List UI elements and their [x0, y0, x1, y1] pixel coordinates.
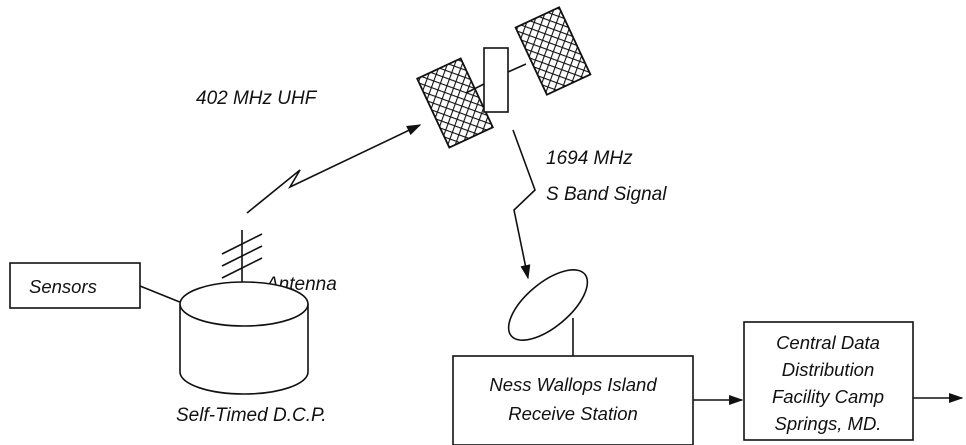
satellite	[417, 7, 590, 147]
distribution-line4: Springs, MD.	[775, 413, 882, 434]
solar-panel-left	[417, 58, 493, 147]
receive-station-line1: Ness Wallops Island	[489, 374, 657, 395]
satellite-body	[484, 48, 508, 112]
satellite-boom-right	[508, 64, 526, 72]
dcp-cylinder	[180, 282, 308, 394]
receive-station-line2: Receive Station	[508, 403, 638, 424]
uplink-label: 402 MHz UHF	[196, 88, 318, 109]
receive-dish-icon	[497, 257, 599, 356]
uplink-signal-arrow	[247, 125, 420, 213]
receive-station-box	[453, 356, 693, 445]
distribution-line1: Central Data	[776, 332, 880, 353]
distribution-line3: Facility Camp	[772, 386, 884, 407]
solar-panel-right	[516, 7, 591, 94]
dcp-label: Self-Timed D.C.P.	[176, 405, 326, 426]
sensors-label: Sensors	[29, 276, 97, 297]
downlink-label-line2: S Band Signal	[546, 184, 667, 205]
distribution-line2: Distribution	[782, 359, 875, 380]
downlink-label-line1: 1694 MHz	[546, 148, 633, 169]
downlink-signal-arrow	[513, 130, 535, 278]
